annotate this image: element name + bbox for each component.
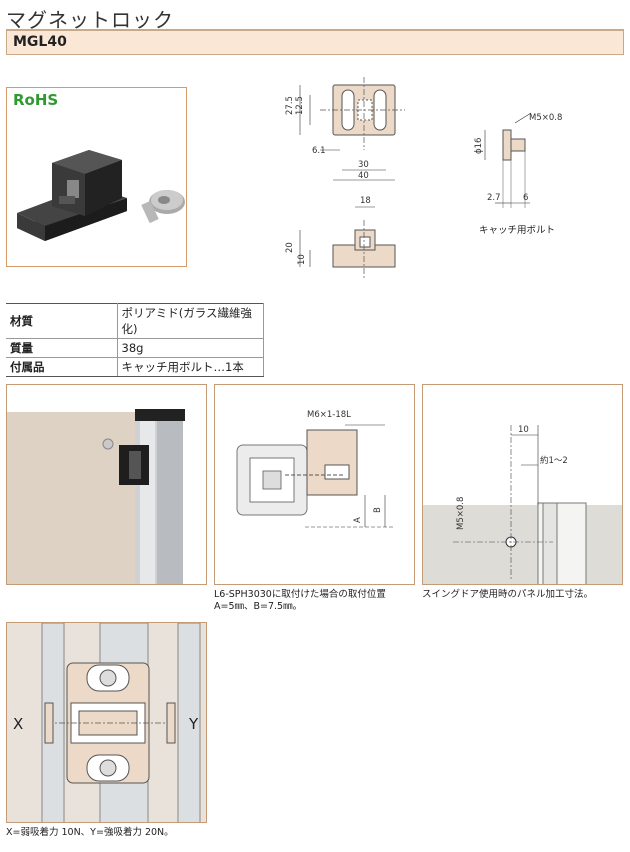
bolt-caption: キャッチ用ボルト (479, 225, 555, 236)
spec-row: 付属品 キャッチ用ボルト…1本 (6, 357, 264, 377)
dim-27-5: 27.5 (285, 96, 295, 115)
panel-processing-panel: 10 約1～2 M5×0.8 (422, 384, 623, 585)
bolt-drawing: M5×0.8 ϕ16 2.7 6 キャッチ用ボルト (474, 112, 562, 236)
bolt-thread: M5×0.8 (529, 113, 562, 123)
spec-row: 質量 38g (6, 338, 264, 358)
product-photo (17, 150, 185, 241)
dim-40: 40 (358, 171, 369, 181)
cross-section-caption-2: A=5㎜、B=7.5㎜。 (214, 601, 303, 612)
product-photo-box: RoHS (6, 87, 187, 267)
cross-section-panel: M6×1-18L A B (214, 384, 415, 585)
dim-approx: 約1～2 (540, 455, 568, 466)
dim-6-1: 6.1 (312, 146, 326, 156)
dim-b: B (373, 507, 383, 513)
dim-10: 10 (518, 425, 529, 435)
xy-panel: X Y (6, 622, 207, 823)
spec-row: 材質 ポリアミド(ガラス繊維強化) (6, 303, 264, 339)
cross-section-drawing: M6×1-18L A B (236, 410, 395, 528)
main-drawing: 27.5 12.5 6.1 30 40 18 20 10 (285, 77, 405, 280)
spec-value: 38g (116, 338, 264, 358)
x-label: X (13, 715, 24, 733)
install-photo-panel (6, 384, 207, 585)
bolt-dim-6: 6 (523, 193, 528, 203)
panel-processing-caption: スイングドア使用時のパネル加工寸法。 (422, 589, 594, 600)
model-bar: MGL40 (6, 31, 624, 55)
dim-10: 10 (297, 254, 307, 265)
model-number: MGL40 (13, 34, 67, 50)
spec-table: 材質 ポリアミド(ガラス繊維強化) 質量 38g 付属品 キャッチ用ボルト…1本 (6, 303, 264, 377)
spec-key: 付属品 (6, 357, 118, 377)
spec-key: 材質 (6, 303, 118, 339)
hole-thread: M5×0.8 (456, 497, 466, 530)
panel-processing-drawing: 10 約1～2 M5×0.8 (423, 425, 622, 584)
bolt-label: M6×1-18L (307, 410, 351, 420)
install-photo (7, 385, 206, 584)
spec-key: 質量 (6, 338, 118, 358)
dim-a: A (353, 517, 363, 523)
dim-18: 18 (360, 196, 371, 206)
page-title: マグネットロック (6, 8, 174, 32)
dim-20: 20 (285, 242, 295, 253)
xy-caption: X=弱吸着力 10N、Y=強吸着力 20N。 (6, 827, 174, 838)
rohs-badge: RoHS (13, 91, 59, 109)
bolt-diameter: ϕ16 (474, 138, 484, 154)
spec-value: キャッチ用ボルト…1本 (116, 357, 264, 377)
y-label: Y (189, 715, 199, 733)
title-rule (6, 29, 624, 31)
dim-30: 30 (358, 160, 369, 170)
cross-section-caption-1: L6-SPH3030に取付けた場合の取付位置 (214, 589, 386, 600)
dim-12-5: 12.5 (295, 96, 305, 115)
bolt-dim-2-7: 2.7 (487, 193, 501, 203)
xy-drawing (7, 623, 206, 822)
spec-value: ポリアミド(ガラス繊維強化) (116, 303, 264, 339)
